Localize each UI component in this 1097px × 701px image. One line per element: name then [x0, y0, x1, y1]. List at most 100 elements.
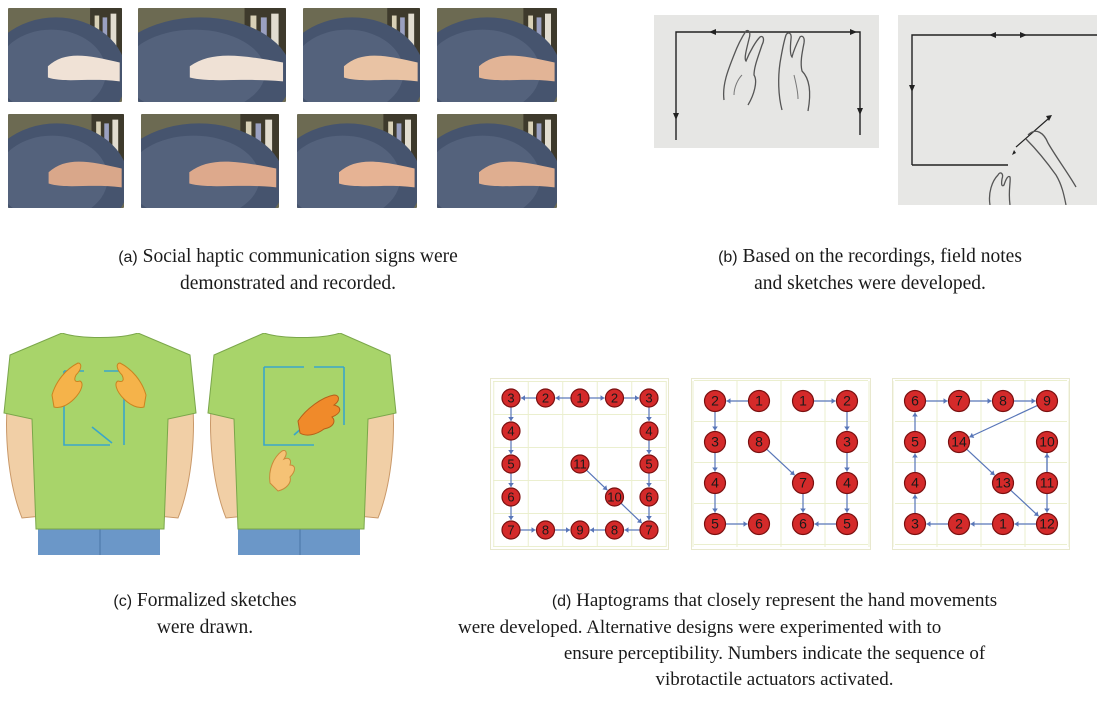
caption-c-line2: were drawn. — [40, 615, 370, 641]
caption-b-label: (b) — [718, 249, 738, 266]
actuator-number: 11 — [1040, 475, 1055, 491]
actuator-node: 2 — [705, 391, 726, 412]
actuator-node: 7 — [949, 391, 970, 412]
actuator-node: 1 — [793, 391, 814, 412]
actuator-number: 12 — [1039, 516, 1055, 532]
actuator-number: 8 — [611, 523, 618, 538]
arrow-head — [521, 395, 525, 401]
actuator-number: 6 — [507, 490, 514, 505]
video-frame — [138, 8, 286, 102]
actuator-node: 5 — [640, 455, 658, 473]
actuator-node: 6 — [640, 488, 658, 506]
actuator-number: 6 — [911, 393, 919, 409]
arrow-head — [556, 395, 560, 401]
paper-sketch-2 — [898, 15, 1097, 205]
actuator-node: 10 — [1037, 432, 1058, 453]
arrow-head — [844, 468, 850, 472]
actuator-number: 5 — [507, 457, 514, 472]
actuator-number: 3 — [843, 434, 851, 450]
actuator-number: 5 — [911, 434, 919, 450]
actuator-node: 9 — [571, 521, 589, 539]
haptogram-2-canvas: 21123834745665 — [692, 379, 870, 549]
caption-c-label: (c) — [113, 593, 132, 610]
arrow-head — [635, 395, 639, 401]
arrow-head — [912, 413, 918, 417]
actuator-node: 4 — [837, 473, 858, 494]
video-frame — [8, 8, 122, 102]
caption-a: (a) Social haptic communication signs we… — [38, 244, 538, 297]
caption-b: (b) Based on the recordings, field notes… — [640, 244, 1097, 297]
actuator-number: 2 — [611, 391, 618, 406]
actuator-number: 3 — [911, 516, 919, 532]
actuator-node: 10 — [606, 488, 624, 506]
actuator-node: 11 — [1037, 473, 1058, 494]
actuator-node: 7 — [640, 521, 658, 539]
actuator-number: 6 — [645, 490, 652, 505]
arrow-head — [508, 516, 514, 520]
actuator-node: 4 — [640, 422, 658, 440]
caption-b-line2: and sketches were developed. — [640, 271, 1097, 297]
arrow-head — [646, 516, 652, 520]
caption-d-label: (d) — [552, 593, 572, 610]
caption-d-line3: ensure perceptibility. Numbers indicate … — [452, 641, 1097, 667]
actuator-number: 11 — [573, 457, 587, 472]
actuator-node: 3 — [905, 514, 926, 535]
video-frame — [303, 8, 420, 102]
actuator-node: 14 — [949, 432, 970, 453]
actuator-number: 8 — [999, 393, 1007, 409]
arrow-head — [944, 398, 948, 404]
arrow-head — [744, 521, 748, 527]
caption-a-line1: Social haptic communication signs were — [143, 246, 458, 267]
actuator-number: 4 — [711, 475, 719, 491]
actuator-number: 10 — [607, 490, 621, 505]
arrow-head — [844, 509, 850, 513]
actuator-node: 4 — [502, 422, 520, 440]
arrow-head — [844, 427, 850, 431]
video-frame — [141, 114, 279, 208]
actuator-number: 5 — [711, 516, 719, 532]
arrow-head — [712, 427, 718, 431]
actuator-number: 13 — [995, 475, 1011, 491]
actuator-number: 1 — [799, 393, 807, 409]
haptogram-1-canvas: 32123445115610678987 — [491, 379, 668, 549]
actuator-node: 1 — [571, 389, 589, 407]
actuator-number: 1 — [755, 393, 763, 409]
arrow-head — [712, 509, 718, 513]
actuator-number: 7 — [799, 475, 807, 491]
actuator-number: 7 — [645, 523, 652, 538]
actuator-number: 2 — [711, 393, 719, 409]
actuator-number: 14 — [951, 434, 967, 450]
actuator-number: 7 — [955, 393, 963, 409]
arrow-head — [646, 450, 652, 454]
actuator-number: 2 — [955, 516, 963, 532]
video-frame — [437, 114, 557, 208]
arrow-head — [601, 395, 605, 401]
actuator-number: 4 — [843, 475, 851, 491]
arrow-head — [727, 398, 731, 404]
arrow-head — [1044, 509, 1050, 513]
actuator-node: 2 — [537, 389, 555, 407]
actuator-node: 6 — [905, 391, 926, 412]
actuator-node: 5 — [837, 514, 858, 535]
arrow-head — [566, 527, 570, 533]
actuator-number: 7 — [507, 523, 514, 538]
actuator-node: 5 — [905, 432, 926, 453]
caption-d-line1: Haptograms that closely represent the ha… — [576, 590, 997, 611]
actuator-node: 8 — [993, 391, 1014, 412]
actuator-node: 1 — [749, 391, 770, 412]
actuator-number: 8 — [755, 434, 763, 450]
actuator-number: 4 — [645, 424, 652, 439]
arrow-head — [625, 527, 629, 533]
caption-a-line2: demonstrated and recorded. — [38, 271, 538, 297]
actuator-number: 4 — [911, 475, 919, 491]
arrow-head — [988, 398, 992, 404]
caption-d-line4: vibrotactile actuators activated. — [452, 667, 1097, 693]
shirt-sketch-2 — [204, 333, 400, 555]
arrow-head — [590, 527, 594, 533]
video-frame — [297, 114, 417, 208]
actuator-node: 3 — [837, 432, 858, 453]
actuator-node: 8 — [606, 521, 624, 539]
caption-a-label: (a) — [118, 249, 138, 266]
arrow-head — [912, 495, 918, 499]
actuator-number: 10 — [1039, 434, 1055, 450]
